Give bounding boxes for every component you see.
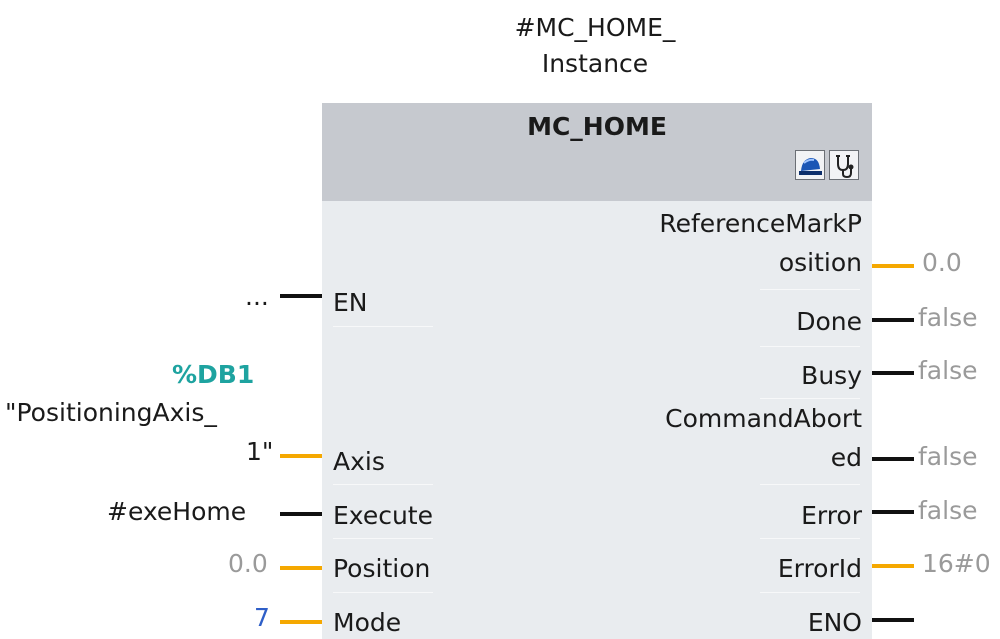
instance-name-line2: Instance [541,49,649,78]
pin-eno[interactable]: ENO [807,608,862,637]
position-wire [280,566,322,570]
pin-position[interactable]: Position [333,554,431,583]
command-aborted-value: false [918,442,978,471]
pin-separator [333,538,433,539]
error-wire [872,510,914,514]
pin-reference-mark-position-line1[interactable]: ReferenceMarkP [659,209,862,238]
en-wire [280,294,322,298]
axis-wire [280,454,322,458]
axis-value-line1: "PositioningAxis_ [5,398,217,427]
axis-address: %DB1 [172,360,255,389]
pin-separator [760,346,860,347]
axis-value-line2: 1" [246,437,274,466]
mode-wire [280,620,322,624]
error-id-wire [872,564,914,568]
pin-busy[interactable]: Busy [801,361,862,390]
pin-separator [760,398,860,399]
pin-mode[interactable]: Mode [333,608,402,637]
busy-wire [872,371,914,375]
error-value: false [918,496,978,525]
pin-error[interactable]: Error [801,501,862,530]
pin-en[interactable]: EN [333,288,368,317]
pin-separator [760,538,860,539]
instance-name[interactable]: #MC_HOME_ Instance [480,10,710,82]
done-wire [872,318,914,322]
pin-command-aborted-line2[interactable]: ed [830,443,862,472]
pin-reference-mark-position-line2[interactable]: osition [778,248,862,277]
eno-wire [872,618,914,622]
command-aborted-wire [872,457,914,461]
execute-value: #exeHome [107,497,247,526]
stethoscope-icon[interactable] [829,150,859,180]
block-header [322,103,872,201]
pin-command-aborted-line1[interactable]: CommandAbort [665,404,862,433]
pin-separator [333,484,433,485]
pin-separator [333,326,433,327]
blue-lamp-icon[interactable] [795,150,825,180]
busy-value: false [918,356,978,385]
pin-execute[interactable]: Execute [333,501,433,530]
pin-separator [760,592,860,593]
execute-wire [280,512,322,516]
reference-mark-position-wire [872,264,914,268]
pin-done[interactable]: Done [796,307,862,336]
mode-value: 7 [254,603,270,632]
pin-separator [760,484,860,485]
pin-separator [760,289,860,290]
en-input-value: ... [245,282,269,311]
error-id-value: 16#0 [922,549,991,578]
done-value: false [918,303,978,332]
instance-name-line1: #MC_HOME_ [514,13,676,42]
position-value: 0.0 [228,549,268,578]
pin-error-id[interactable]: ErrorId [777,554,862,583]
reference-mark-position-value: 0.0 [922,248,962,277]
pin-axis[interactable]: Axis [333,447,385,476]
block-title: MC_HOME [527,112,667,141]
pin-separator [333,592,433,593]
